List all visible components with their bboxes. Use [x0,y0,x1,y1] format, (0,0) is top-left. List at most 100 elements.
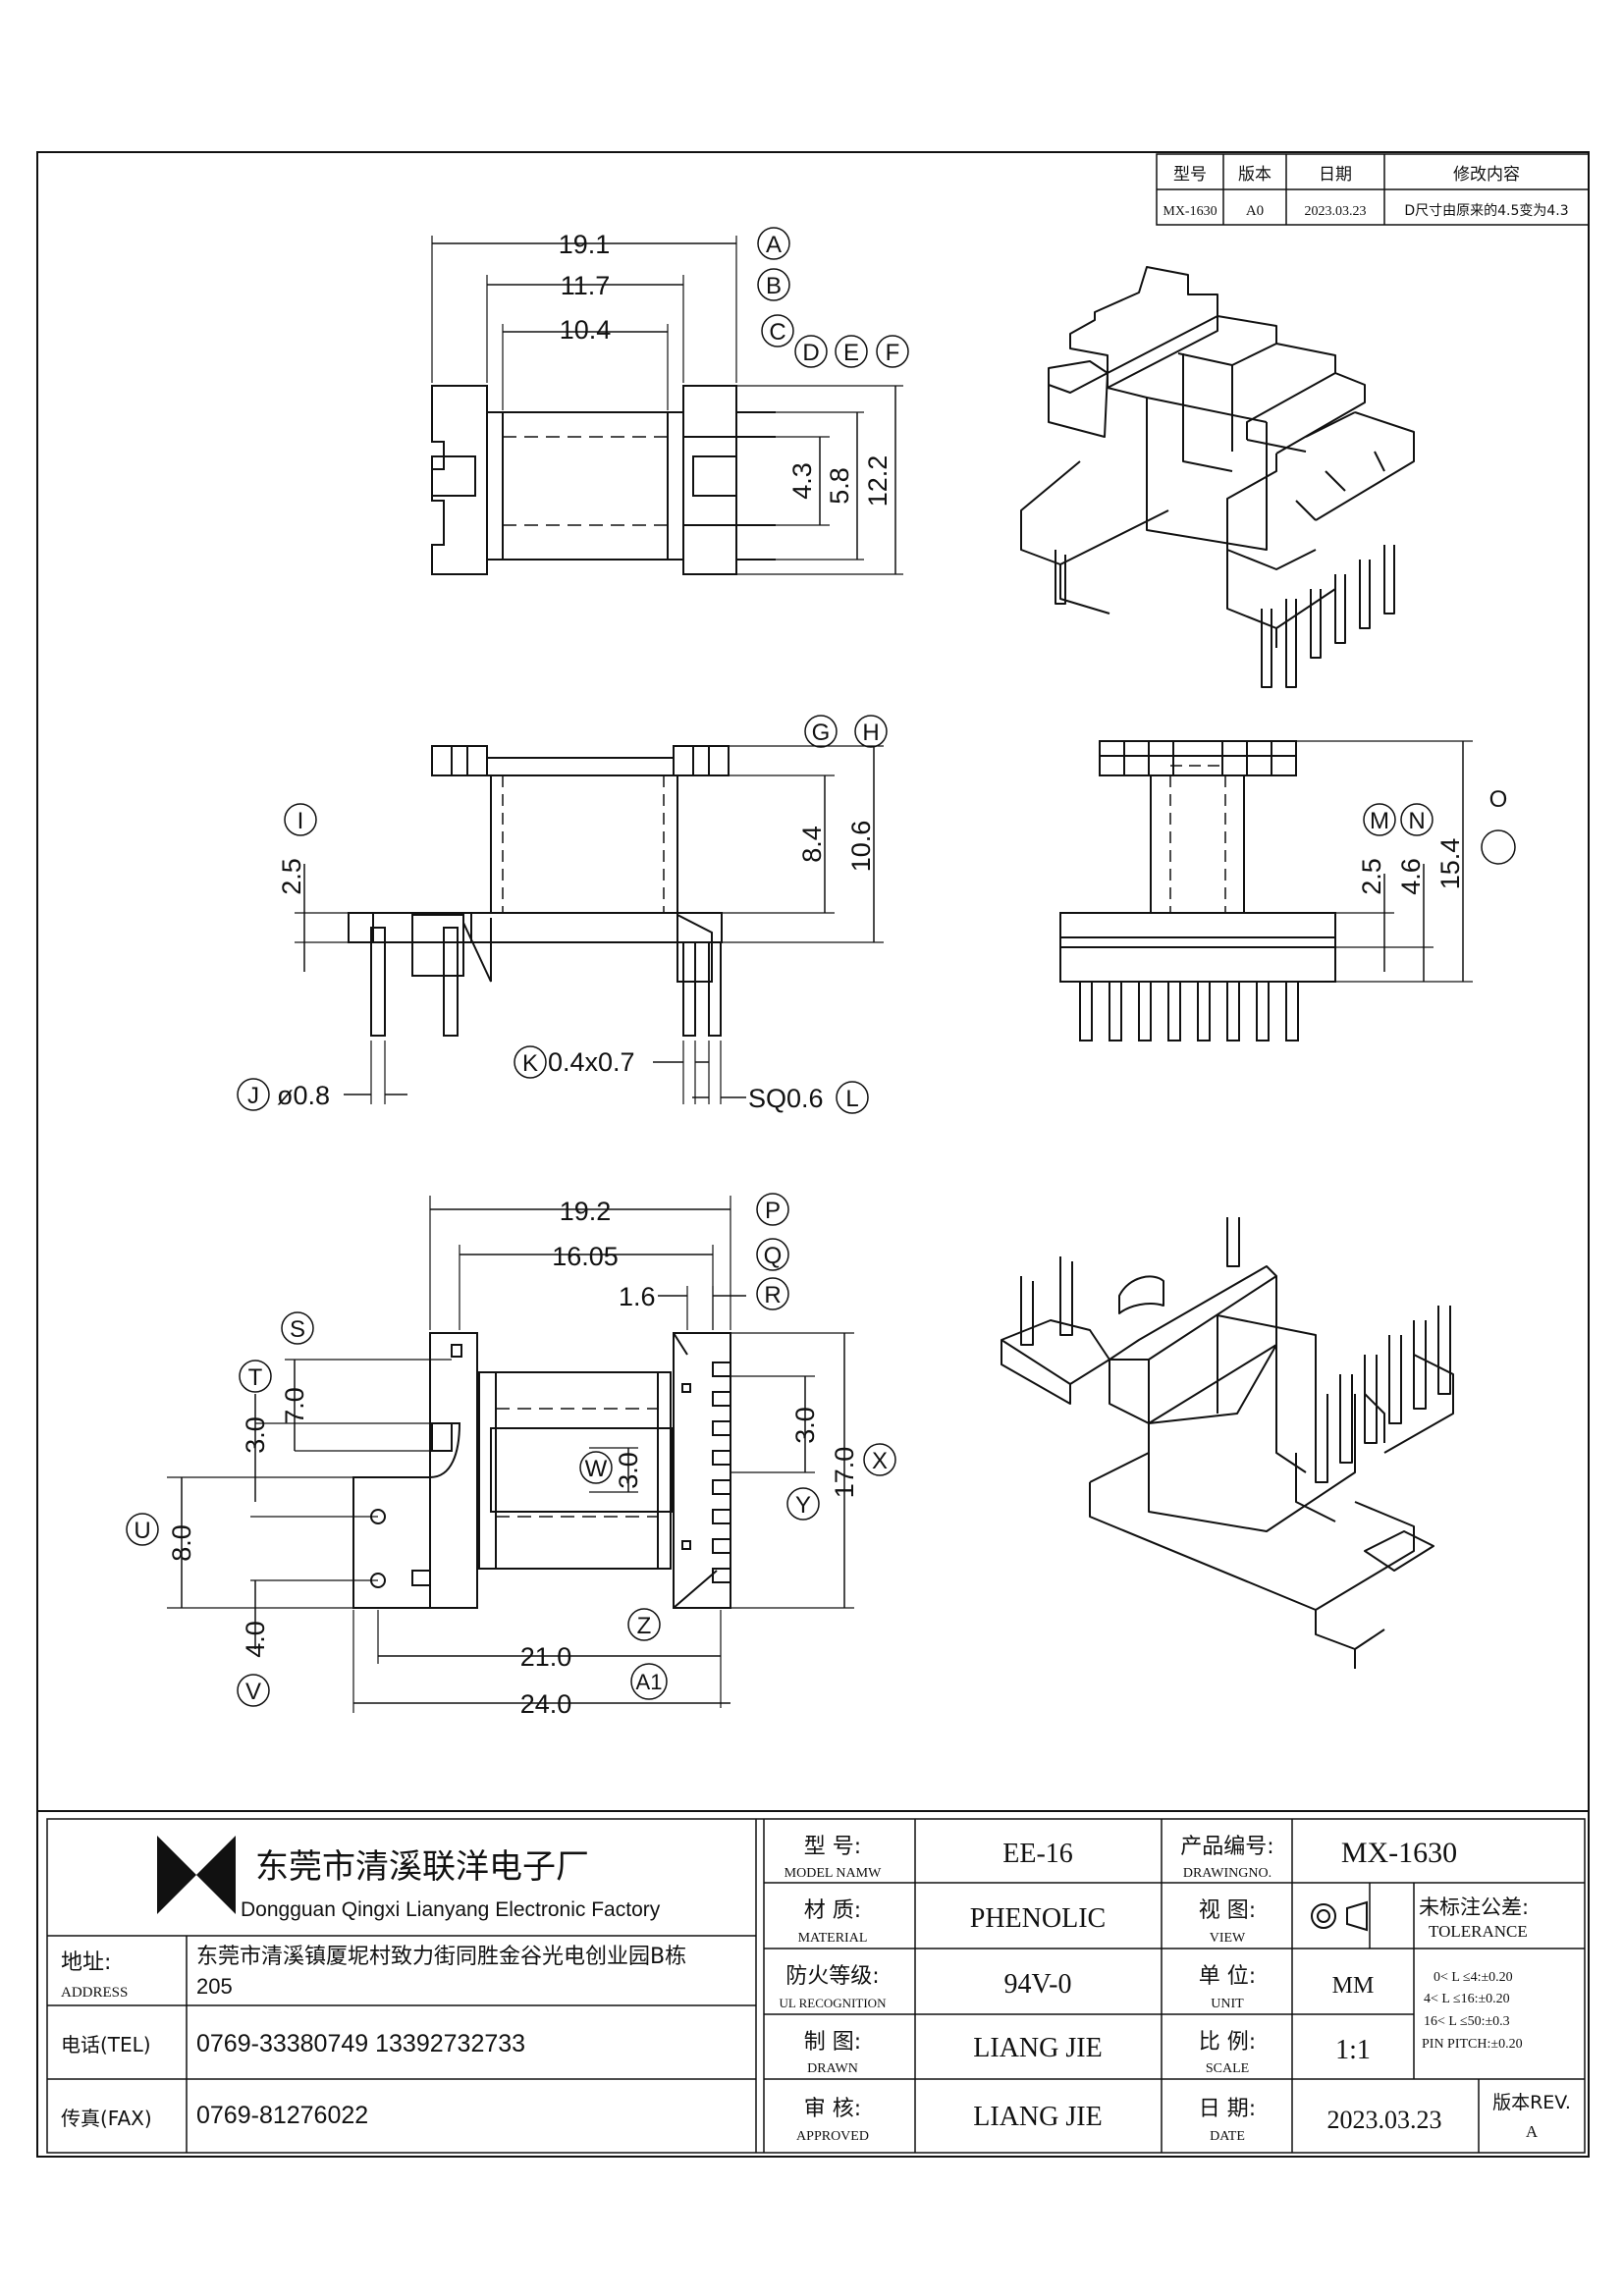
unit-label-en: UNIT [1211,1997,1244,2011]
callout-Q: Q [756,1238,789,1271]
callout-K: K [514,1045,547,1079]
svg-text:S: S [290,1316,305,1343]
dim-top-10-4: 10.4 [560,315,612,345]
dim-top-5-8: 5.8 [825,467,854,505]
drawn-label-en: DRAWN [807,2061,858,2076]
model-value: EE-16 [1002,1839,1073,1869]
bottom-view-slot [712,1568,731,1583]
side-view-pin [1226,981,1240,1041]
approved-label-en: APPROVED [796,2129,869,2144]
side-view-pin [1138,981,1152,1041]
tolerance-line-1: 0< L ≤4:±0.20 [1434,1970,1513,1985]
svg-text:U: U [134,1518,150,1544]
side-view-pin [1197,981,1211,1041]
callout-B: B [757,268,790,301]
bottom-view-slot [712,1538,731,1554]
bottom-view-slot [712,1420,731,1436]
material-label-cn: 材 质: [804,1898,861,1923]
callout-W: W [579,1451,613,1484]
svg-text:Q: Q [764,1243,783,1269]
tolerance-line-3: 16< L ≤50:±0.3 [1424,2014,1510,2029]
dim-top-4-3: 4.3 [787,462,817,500]
bottom-view-slot [712,1479,731,1495]
rev-value: A [1526,2122,1539,2141]
drawingno-label-en: DRAWINGNO. [1183,1866,1271,1881]
unit-label-cn: 单 位: [1199,1964,1256,1989]
callout-R: R [756,1277,789,1310]
view-label-cn: 视 图: [1199,1898,1256,1923]
dim-bottom-7-0: 7.0 [280,1387,309,1424]
address-label-en: ADDRESS [61,1985,128,2001]
callout-L: L [836,1081,869,1114]
dim-bottom-24-0: 24.0 [520,1689,572,1719]
ul-label-cn: 防火等级: [785,1964,879,1989]
side-view-pin [1285,981,1299,1041]
svg-text:J: J [247,1083,259,1109]
bottom-view-slot [712,1362,731,1377]
svg-text:K: K [522,1050,538,1077]
tel-label: 电话(TEL) [61,2033,151,2056]
rev-model: MX-1630 [1163,204,1217,219]
bottom-view-slot [712,1509,731,1524]
side-view-pin [1167,981,1181,1041]
dim-bottom-19-2: 19.2 [560,1197,612,1226]
rev-label: 版本REV. [1492,2092,1571,2113]
svg-text:R: R [764,1282,781,1308]
svg-text:I: I [298,808,304,834]
drawingno-value: MX-1630 [1341,1837,1457,1869]
side-view [1059,740,1473,1041]
callout-Z: Z [627,1608,661,1641]
isometric-view-top [1020,266,1415,688]
projection-symbol [1311,1900,1368,1932]
svg-text:P: P [765,1198,781,1224]
dim-bottom-16-05: 16.05 [552,1242,619,1271]
callout-T: T [239,1360,272,1393]
scale-value: 1:1 [1335,2035,1371,2065]
rev-header-version: 版本 [1238,165,1271,185]
rev-version: A0 [1246,203,1264,219]
tolerance-label-cn: 未标注公差: [1419,1896,1529,1919]
tolerance-label-en: TOLERANCE [1429,1922,1528,1941]
side-view-pin [1256,981,1270,1041]
company-name-cn: 东莞市清溪联洋电子厂 [255,1847,589,1887]
isometric-view-bottom [1001,1217,1454,1669]
rev-header-change: 修改内容 [1453,165,1520,185]
callout-C: C [761,314,794,347]
company-logo [157,1836,236,1914]
svg-text:C: C [769,319,785,346]
callout-D: D [794,335,828,368]
callout-S: S [281,1311,314,1345]
revision-table [1156,153,1590,226]
callout-M: M [1363,803,1396,836]
top-view [431,236,903,575]
dim-front-10-6: 10.6 [846,821,876,873]
company-name-en: Dongguan Qingxi Lianyang Electronic Fact… [241,1898,661,1921]
model-label-en: MODEL NAMW [784,1866,882,1881]
callout-E: E [835,335,868,368]
svg-text:V: V [245,1679,261,1705]
material-label-en: MATERIAL [798,1931,868,1946]
drawingno-label-cn: 产品编号: [1180,1835,1273,1859]
svg-text:L: L [845,1086,858,1112]
dim-side-4-6: 4.6 [1396,858,1426,895]
dim-bottom-17-0: 17.0 [830,1447,859,1499]
rev-change: D尺寸由原来的4.5变为4.3 [1404,203,1568,219]
callout-G: G [804,715,838,748]
svg-text:B: B [766,273,782,299]
dim-bottom-4-0: 4.0 [241,1621,270,1658]
svg-text:T: T [248,1364,263,1391]
ul-value: 94V-0 [1004,1969,1072,2000]
dim-bottom-8-0: 8.0 [167,1524,196,1562]
svg-text:E: E [843,340,859,366]
view-label-en: VIEW [1210,1931,1246,1946]
title-block-frame [36,1810,1590,2158]
callout-Y: Y [786,1487,820,1521]
callout-N: N [1400,803,1434,836]
bottom-view-slot [712,1450,731,1466]
dim-side-2-5: 2.5 [1357,858,1386,895]
material-value: PHENOLIC [970,1903,1106,1934]
svg-text:N: N [1408,808,1425,834]
side-view-pin [1109,981,1122,1041]
dim-front-2-5: 2.5 [277,858,306,895]
date-value: 2023.03.23 [1327,2106,1442,2134]
